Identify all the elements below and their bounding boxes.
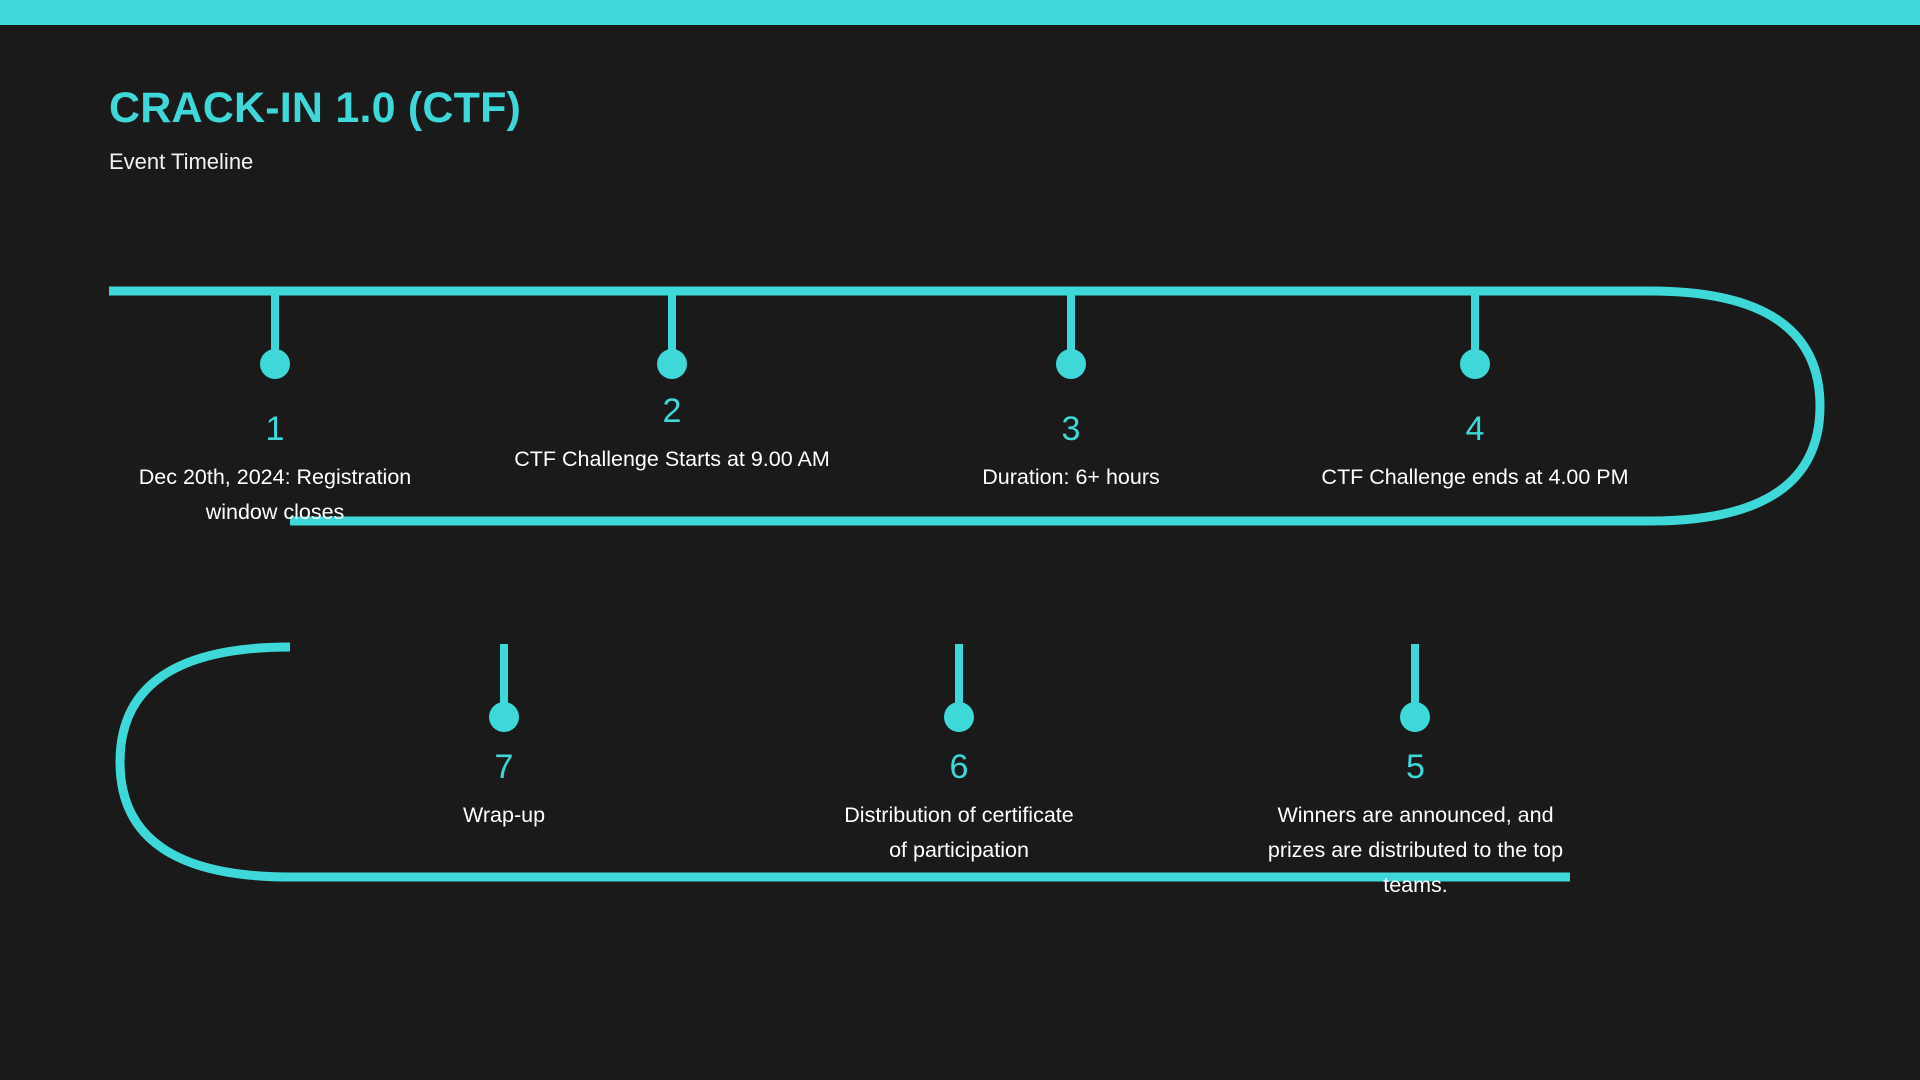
node-number: 4 (1465, 410, 1485, 448)
node-description: CTF Challenge Starts at 9.00 AM (514, 447, 830, 471)
node-description: Duration: 6+ hours (982, 465, 1160, 489)
node-dot (1056, 349, 1086, 379)
node-number: 3 (1061, 410, 1081, 448)
node-description: Wrap-up (462, 803, 546, 827)
timeline-node-3[interactable]: 3 Duration: 6+ hours (911, 412, 1231, 495)
header: CRACK-IN 1.0 (CTF) Event Timeline (109, 84, 1009, 176)
node-number: 5 (1406, 748, 1425, 786)
node-dot (1460, 349, 1490, 379)
page-title: CRACK-IN 1.0 (CTF) (109, 84, 522, 132)
node-description: Winners are announced, and prizes are di… (1267, 803, 1564, 897)
timeline-node-1[interactable]: 1 Dec 20th, 2024: Registration window cl… (120, 412, 430, 530)
node-stem (1411, 644, 1419, 716)
node-stem (668, 291, 676, 363)
node-stem (1471, 291, 1479, 363)
node-description: Dec 20th, 2024: Registration window clos… (138, 465, 412, 524)
timeline-node-7[interactable]: 7 Wrap-up (369, 750, 639, 833)
top-accent-bar (0, 0, 1920, 25)
node-dot (657, 349, 687, 379)
node-stem (1067, 291, 1075, 363)
node-description: CTF Challenge ends at 4.00 PM (1321, 465, 1629, 489)
node-number: 1 (265, 410, 285, 448)
timeline-node-5[interactable]: 5 Winners are announced, and prizes are … (1248, 750, 1583, 902)
node-dot (489, 702, 519, 732)
node-number: 2 (662, 392, 682, 430)
timeline-node-6[interactable]: 6 Distribution of certificate of partici… (834, 750, 1084, 868)
page-subtitle: Event Timeline (109, 149, 254, 175)
node-number: 6 (949, 748, 969, 786)
node-number: 7 (494, 748, 514, 786)
timeline-node-4[interactable]: 4 CTF Challenge ends at 4.00 PM (1300, 412, 1650, 495)
node-stem (271, 291, 279, 363)
timeline-node-2[interactable]: 2 CTF Challenge Starts at 9.00 AM (497, 394, 847, 477)
node-dot (1400, 702, 1430, 732)
node-dot (944, 702, 974, 732)
node-dot (260, 349, 290, 379)
node-stem (955, 644, 963, 716)
node-description: Distribution of certificate of participa… (844, 803, 1074, 862)
node-stem (500, 644, 508, 716)
